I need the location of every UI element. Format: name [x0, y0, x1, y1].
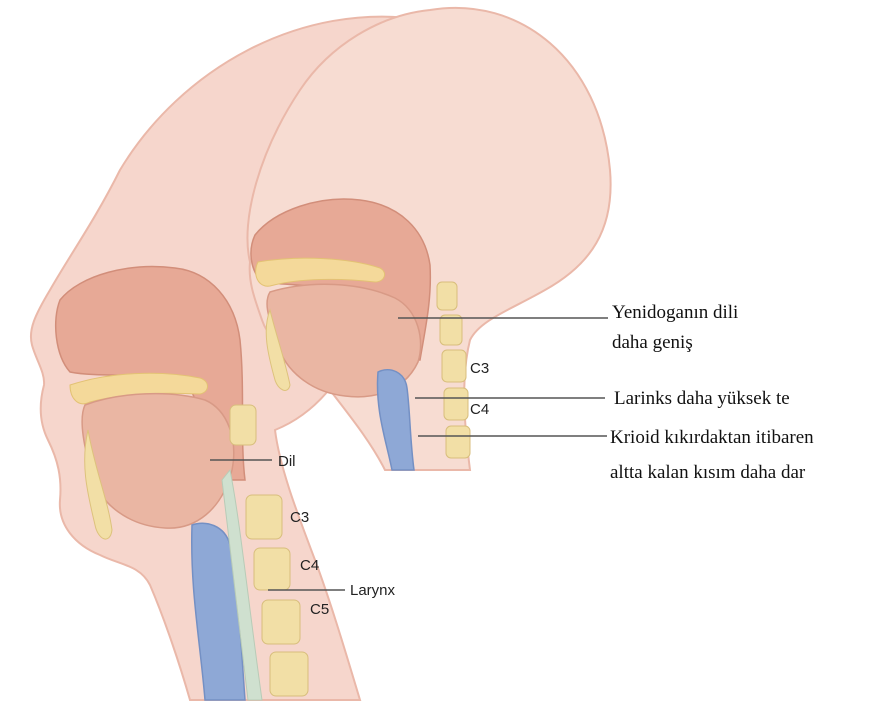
annotation-larynx: Larinks daha yüksek te — [614, 388, 790, 409]
annotation-cricoid-line2: altta kalan kısım daha dar — [610, 462, 806, 483]
adult-vertebra-c4 — [254, 548, 290, 590]
infant-vertebra — [437, 282, 457, 310]
adult-vertebra — [270, 652, 308, 696]
infant-vertebra — [440, 315, 462, 345]
adult-vertebra — [230, 405, 256, 445]
annotation-tongue-line2: daha geniş — [612, 332, 693, 353]
infant-c3-label: C3 — [470, 360, 489, 377]
adult-vertebra-c5 — [262, 600, 300, 644]
annotation-cricoid-line1: Krioid kıkırdaktan itibaren — [610, 427, 814, 448]
infant-vertebra-c4 — [444, 388, 468, 420]
adult-c5-label: C5 — [310, 601, 329, 618]
infant-vertebra-c3 — [442, 350, 466, 382]
adult-c4-label: C4 — [300, 557, 319, 574]
adult-c3-label: C3 — [290, 509, 309, 526]
adult-larynx-label: Larynx — [350, 582, 396, 599]
annotation-tongue-line1: Yenidoganın dili — [612, 302, 738, 323]
infant-vertebra — [446, 426, 470, 458]
adult-vertebra-c3 — [246, 495, 282, 539]
adult-tongue-label: Dil — [278, 453, 296, 470]
infant-c4-label: C4 — [470, 401, 489, 418]
